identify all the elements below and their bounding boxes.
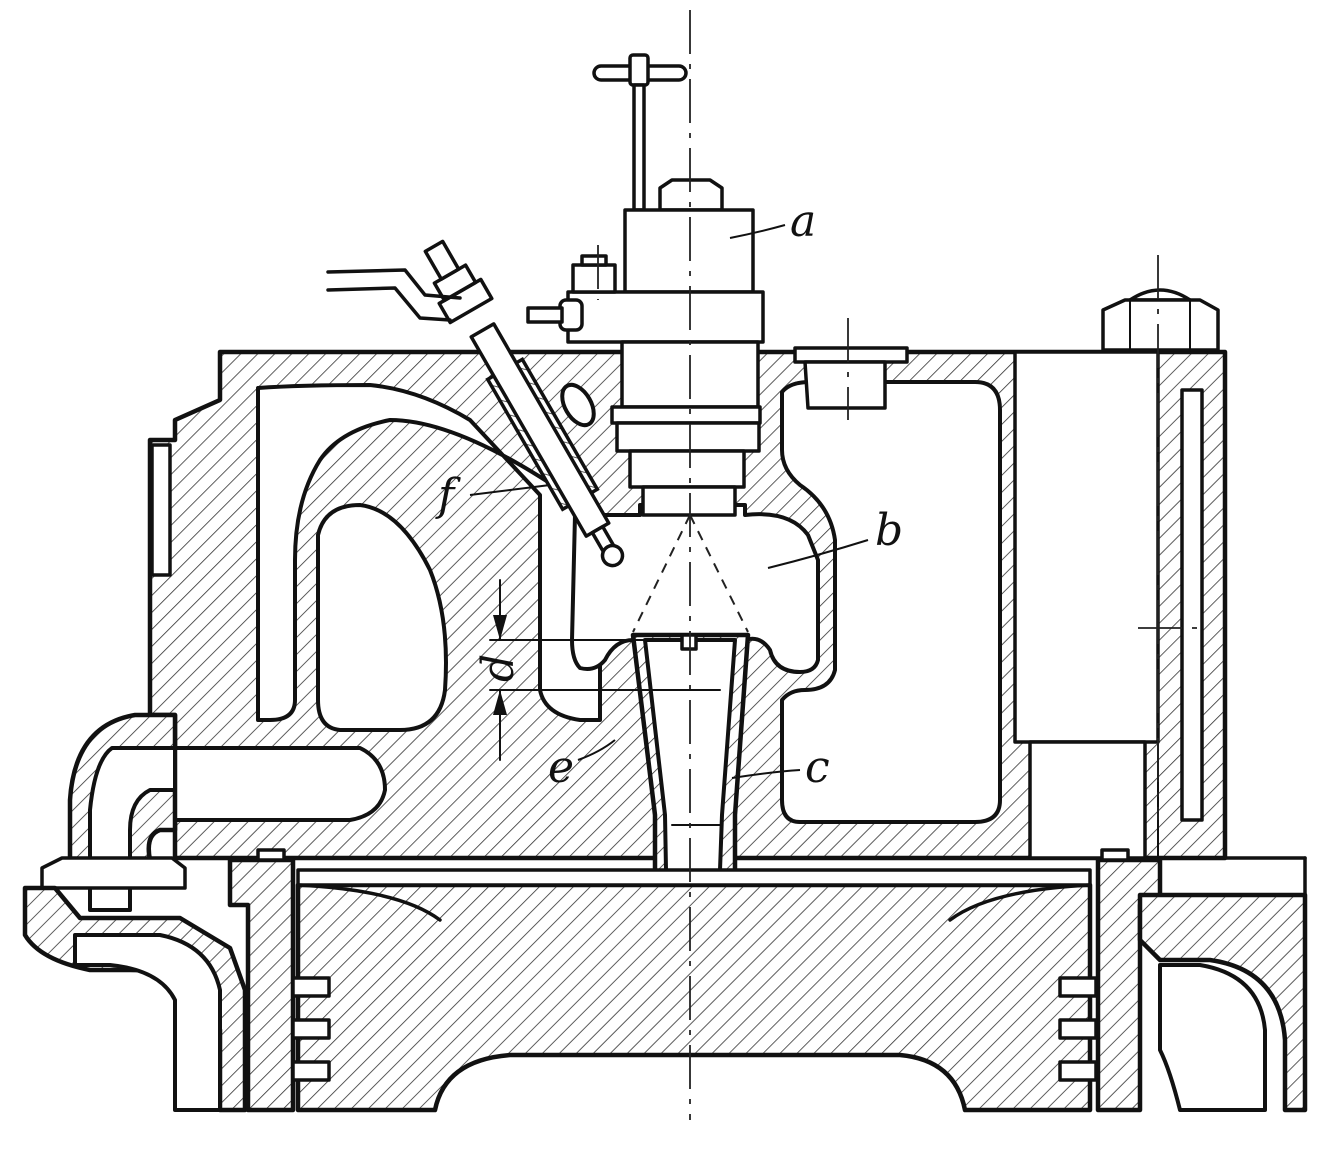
fuel-injector: [526, 53, 765, 517]
label-c: c: [731, 742, 830, 793]
cylinder-block: [22, 848, 1308, 1113]
label-e-text: e: [548, 742, 574, 793]
water-elbow: [40, 712, 187, 912]
glow-plug-wires: [326, 268, 462, 322]
oval-hole: [560, 382, 596, 428]
prechamber-insert: [630, 632, 751, 908]
label-c-text: c: [805, 742, 830, 793]
label-a: a: [729, 196, 816, 247]
glow-plug: [423, 239, 625, 568]
fuel-spray-cone: [632, 514, 749, 633]
top-plug: [793, 346, 909, 410]
head-bolt: [1101, 288, 1220, 352]
dimension-d: [489, 579, 721, 761]
right-water-jacket: [780, 380, 1002, 824]
label-b: b: [767, 505, 903, 569]
label-e: e: [548, 739, 616, 793]
label-d: d: [473, 654, 524, 682]
piston: [291, 868, 1098, 1113]
left-passage: [173, 383, 602, 822]
label-b-text: b: [875, 505, 903, 556]
centre-lines: [597, 10, 1205, 1120]
label-a-text: a: [790, 196, 816, 247]
label-d-text: d: [473, 654, 524, 682]
